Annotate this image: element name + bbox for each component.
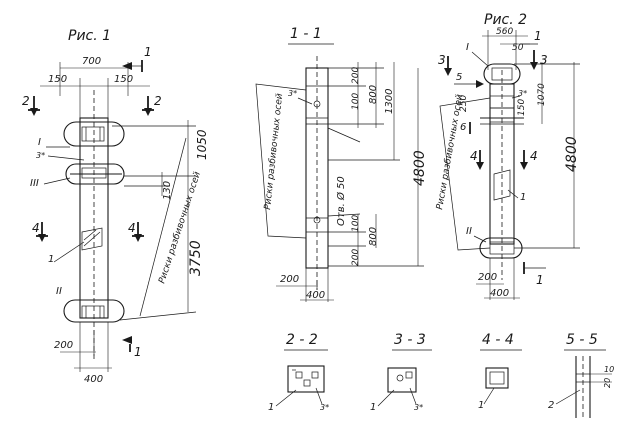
fig2-dim-50: 50	[512, 43, 524, 53]
fig1-embedded-plate	[81, 227, 103, 251]
s22-profile	[287, 365, 325, 393]
s55-label-2: 2	[548, 400, 554, 411]
fig2-dim-400: 400	[490, 288, 509, 299]
sec11-dim-bot-200: 200	[351, 249, 361, 266]
s33-profile	[387, 367, 417, 393]
fig2-section-4-right: 4	[530, 149, 538, 163]
sec11-hole-bottom	[313, 216, 321, 224]
fig1-dim-130: 130	[162, 181, 173, 200]
fig2-dim-150: 150	[517, 99, 527, 116]
sec11-rebar-leader	[255, 83, 307, 239]
section-5-5: 5 - 5 10 20 2	[548, 332, 614, 420]
fig2-label-I: I	[466, 42, 469, 53]
fig1-label-I: I	[38, 137, 41, 148]
s22-title: 2 - 2	[286, 332, 318, 348]
fig1-base-callout	[63, 299, 125, 323]
fig2-section-5: 5	[456, 72, 462, 83]
fig1-label-III: III	[30, 178, 39, 189]
fig1-section-4-right: 4	[128, 221, 136, 235]
fig2-elevation: Рис. 2 560 50 1 3 3 I 5 3*	[435, 12, 580, 300]
fig1-dim-150-right: 150	[114, 74, 133, 85]
sec11-dim-width-200: 200	[280, 274, 299, 285]
section-3-3: 3 - 3 1 3*	[370, 332, 432, 413]
sec11-dim-1300: 1300	[384, 89, 395, 114]
fig2-section-1-bottom: 1	[536, 273, 544, 287]
sec11-dim-200: 200	[351, 67, 361, 84]
fig2-dim-250: 250	[459, 95, 469, 112]
fig1-dim-700: 700	[82, 56, 101, 67]
sec11-hole-top	[313, 100, 321, 108]
s44-profile	[485, 367, 509, 389]
sec11-dim-width-400: 400	[306, 290, 325, 301]
fig2-column	[489, 83, 515, 245]
sec11-dim-800: 800	[368, 85, 379, 104]
fig2-section-4-left: 4	[470, 149, 478, 163]
s55-title: 5 - 5	[566, 332, 598, 348]
s33-label-3: 3*	[414, 403, 423, 412]
sec11-dim-100: 100	[351, 93, 361, 110]
fig1-label-1: 1	[48, 254, 54, 265]
fig2-section-6: 6	[460, 122, 466, 133]
s55-dim-10: 10	[604, 365, 614, 374]
fig2-title: Рис. 2	[484, 12, 527, 28]
fig2-section-3-left: 3	[438, 53, 446, 67]
fig1-dim-1050: 1050	[195, 129, 209, 160]
fig1-dim-400: 400	[84, 374, 103, 385]
fig2-section-3-right: 3	[540, 53, 548, 67]
fig2-label-3: 3*	[518, 89, 527, 98]
s44-title: 4 - 4	[482, 332, 514, 348]
fig1-label-II: II	[56, 286, 62, 297]
sec11-dim-bot-800: 800	[368, 227, 379, 246]
fig2-rebar-leader	[439, 97, 491, 251]
fig2-dim-1070: 1070	[537, 83, 547, 106]
s22-label-3: 3*	[320, 403, 329, 412]
sec11-hole-text: Отв. Ø 50	[335, 176, 347, 226]
fig1-section-4-left: 4	[32, 221, 40, 235]
section-2-2: 2 - 2 1 3*	[268, 332, 329, 413]
sec11-dim-4800: 4800	[412, 150, 428, 186]
fig2-rebar-text: Риски разбивочных осей	[435, 93, 465, 210]
fig1-console-callout	[65, 163, 125, 185]
fig2-label-II: II	[466, 226, 472, 237]
fig1-head-callout	[63, 121, 125, 147]
s33-label-1: 1	[370, 402, 376, 413]
fig2-dim-560: 560	[496, 27, 513, 37]
fig1-section-2-left: 2	[22, 94, 30, 108]
fig1-elevation: Рис. 1 700 150 150 1 2 2 I	[22, 28, 209, 385]
s22-label-1: 1	[268, 402, 274, 413]
fig1-dim-3750: 3750	[188, 240, 204, 276]
fig2-section-1-top: 1	[534, 29, 542, 43]
fig2-label-1: 1	[520, 192, 526, 203]
fig1-dim-200: 200	[54, 340, 73, 351]
sec11-dim-bot-100: 100	[351, 215, 361, 232]
sec11-title: 1 - 1	[290, 26, 322, 42]
fig2-base-callout	[479, 237, 523, 259]
fig1-section-1-bottom: 1	[134, 345, 142, 359]
fig1-dim-150-left: 150	[48, 74, 67, 85]
section-4-4: 4 - 4 1	[478, 332, 522, 411]
fig1-section-1-top: 1	[144, 45, 152, 59]
s33-title: 3 - 3	[394, 332, 426, 348]
fig1-section-2-right: 2	[154, 94, 162, 108]
fig1-title: Рис. 1	[68, 28, 111, 44]
fig1-label-3: 3*	[36, 151, 45, 160]
fig2-dim-4800: 4800	[564, 136, 580, 172]
section-1-1: 1 - 1 3* 200 100 800 1300 4800 Отв. Ø 50	[255, 26, 428, 302]
s44-label-1: 1	[478, 400, 484, 411]
fig2-dim-200: 200	[478, 272, 497, 283]
fig2-embedded-plate	[493, 169, 511, 201]
sec11-label-3: 3*	[288, 89, 297, 98]
s55-dim-20: 20	[603, 378, 612, 388]
sec11-rebar-text: Риски разбивочных осей	[263, 93, 285, 210]
